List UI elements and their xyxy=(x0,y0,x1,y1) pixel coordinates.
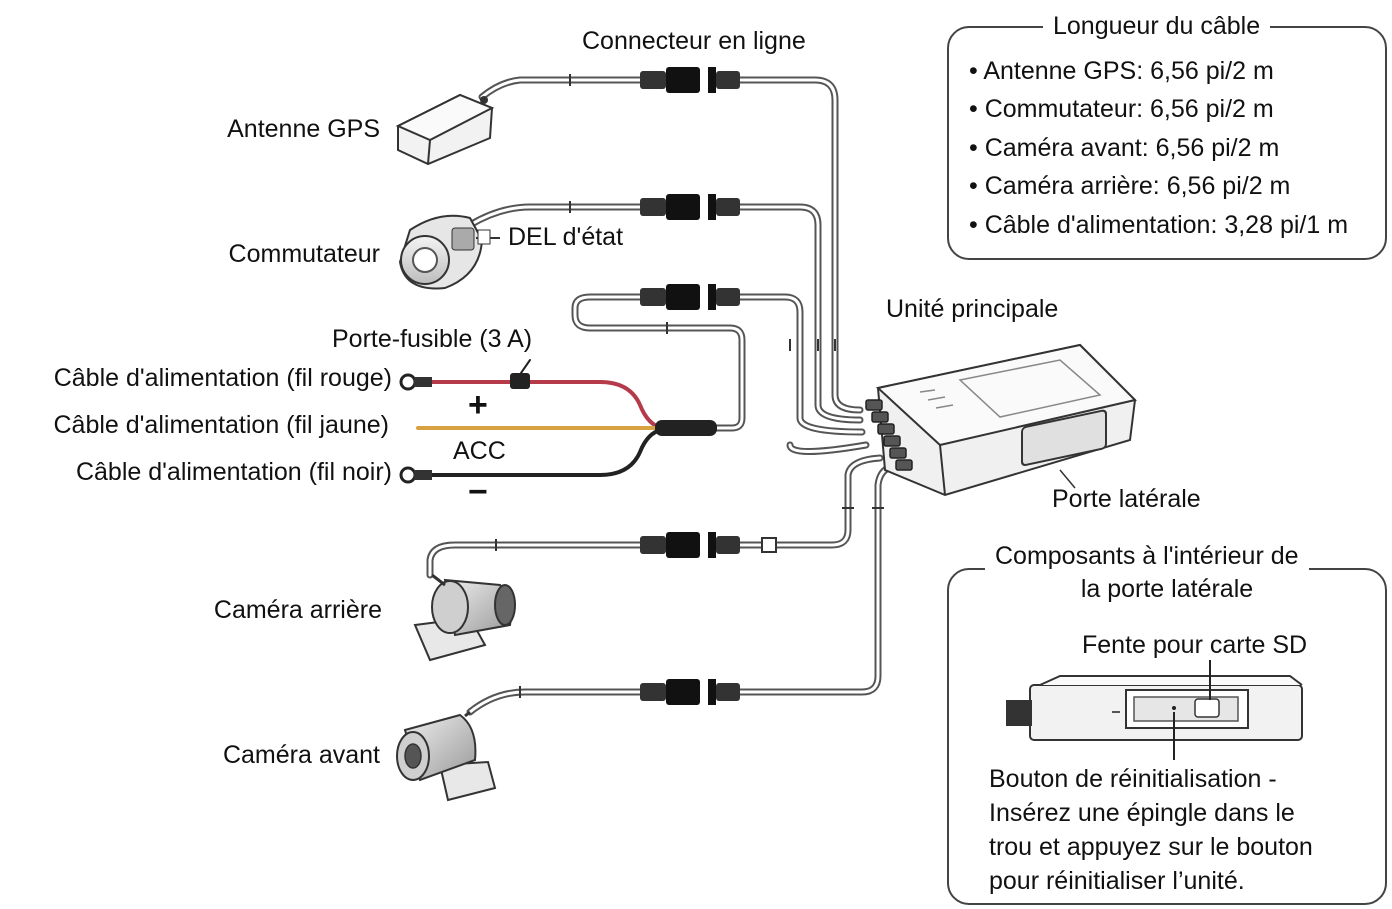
red-wire-label: Câble d'alimentation (fil rouge) xyxy=(53,364,392,392)
loop-return-cable xyxy=(786,441,870,455)
connector-front xyxy=(640,679,740,705)
front-camera-label: Caméra avant xyxy=(222,741,380,769)
cable-length-item: • Caméra avant: 6,56 pi/2 m xyxy=(969,134,1280,162)
black-wire-label: Câble d'alimentation (fil noir) xyxy=(75,458,392,486)
rear-camera-device xyxy=(413,573,516,662)
yellow-wire-label: Câble d'alimentation (fil jaune) xyxy=(53,411,389,439)
cable-length-item: • Câble d'alimentation: 3,28 pi/1 m xyxy=(969,211,1349,239)
cable-markers xyxy=(495,74,884,698)
fuse-holder xyxy=(510,373,530,389)
reset-description-line: Bouton de réinitialisation - xyxy=(989,765,1277,793)
acc-label: ACC xyxy=(453,437,506,465)
cable-length-item: • Commutateur: 6,56 pi/2 m xyxy=(969,95,1274,123)
cable-length-title: Longueur du câble xyxy=(1043,11,1271,41)
main-unit-device xyxy=(865,343,1137,497)
rear-camera-cable xyxy=(426,454,884,579)
minus-symbol: − xyxy=(468,473,488,511)
cable-length-item: • Caméra arrière: 6,56 pi/2 m xyxy=(969,172,1291,200)
ring-terminals xyxy=(399,373,432,484)
side-door-box-title-line1: Composants à l'intérieur de xyxy=(985,541,1309,571)
reset-description-line: Insérez une épingle dans le xyxy=(989,799,1295,827)
sd-slot-label: Fente pour carte SD xyxy=(1082,631,1308,659)
connector-rear xyxy=(640,532,777,558)
plus-symbol: + xyxy=(468,386,488,424)
gps-label: Antenne GPS xyxy=(227,115,380,143)
wire-junction xyxy=(655,420,717,436)
side-door-label: Porte latérale xyxy=(1052,485,1201,513)
front-camera-cable xyxy=(466,462,899,716)
front-camera-device xyxy=(396,710,497,802)
cable-length-box: Longueur du câble • Antenne GPS: 6,56 pi… xyxy=(947,11,1387,260)
red-wire xyxy=(430,380,664,430)
main-unit-label: Unité principale xyxy=(886,295,1059,323)
connector-label: Connecteur en ligne xyxy=(582,27,806,55)
gps-antenna-device xyxy=(395,93,495,166)
switch-label: Commutateur xyxy=(228,240,380,268)
gps-cable xyxy=(478,76,864,414)
side-door-components-box: Composants à l'intérieur de la porte lat… xyxy=(947,541,1387,905)
switch-cable xyxy=(466,203,864,424)
connector-switch xyxy=(640,194,740,220)
rear-camera-label: Caméra arrière xyxy=(213,596,382,624)
power-cable xyxy=(571,293,866,436)
power-wires xyxy=(416,359,717,477)
fuse-leader xyxy=(520,359,531,374)
black-wire xyxy=(430,428,664,477)
reset-description-line: trou et appuyez sur le bouton xyxy=(989,833,1313,861)
fuse-label: Porte-fusible (3 A) xyxy=(332,325,533,353)
switch-device xyxy=(398,214,500,290)
cable-length-item: • Antenne GPS: 6,56 pi/2 m xyxy=(969,57,1274,85)
inline-connectors xyxy=(640,67,777,705)
led-label: DEL d'état xyxy=(508,223,624,251)
connector-gps xyxy=(640,67,740,93)
side-door-interior-drawing xyxy=(1006,660,1303,760)
side-door-box-title-line2: la porte latérale xyxy=(1080,575,1254,603)
connector-power xyxy=(640,284,740,310)
reset-description-line: pour réinitialiser l’unité. xyxy=(989,867,1245,895)
